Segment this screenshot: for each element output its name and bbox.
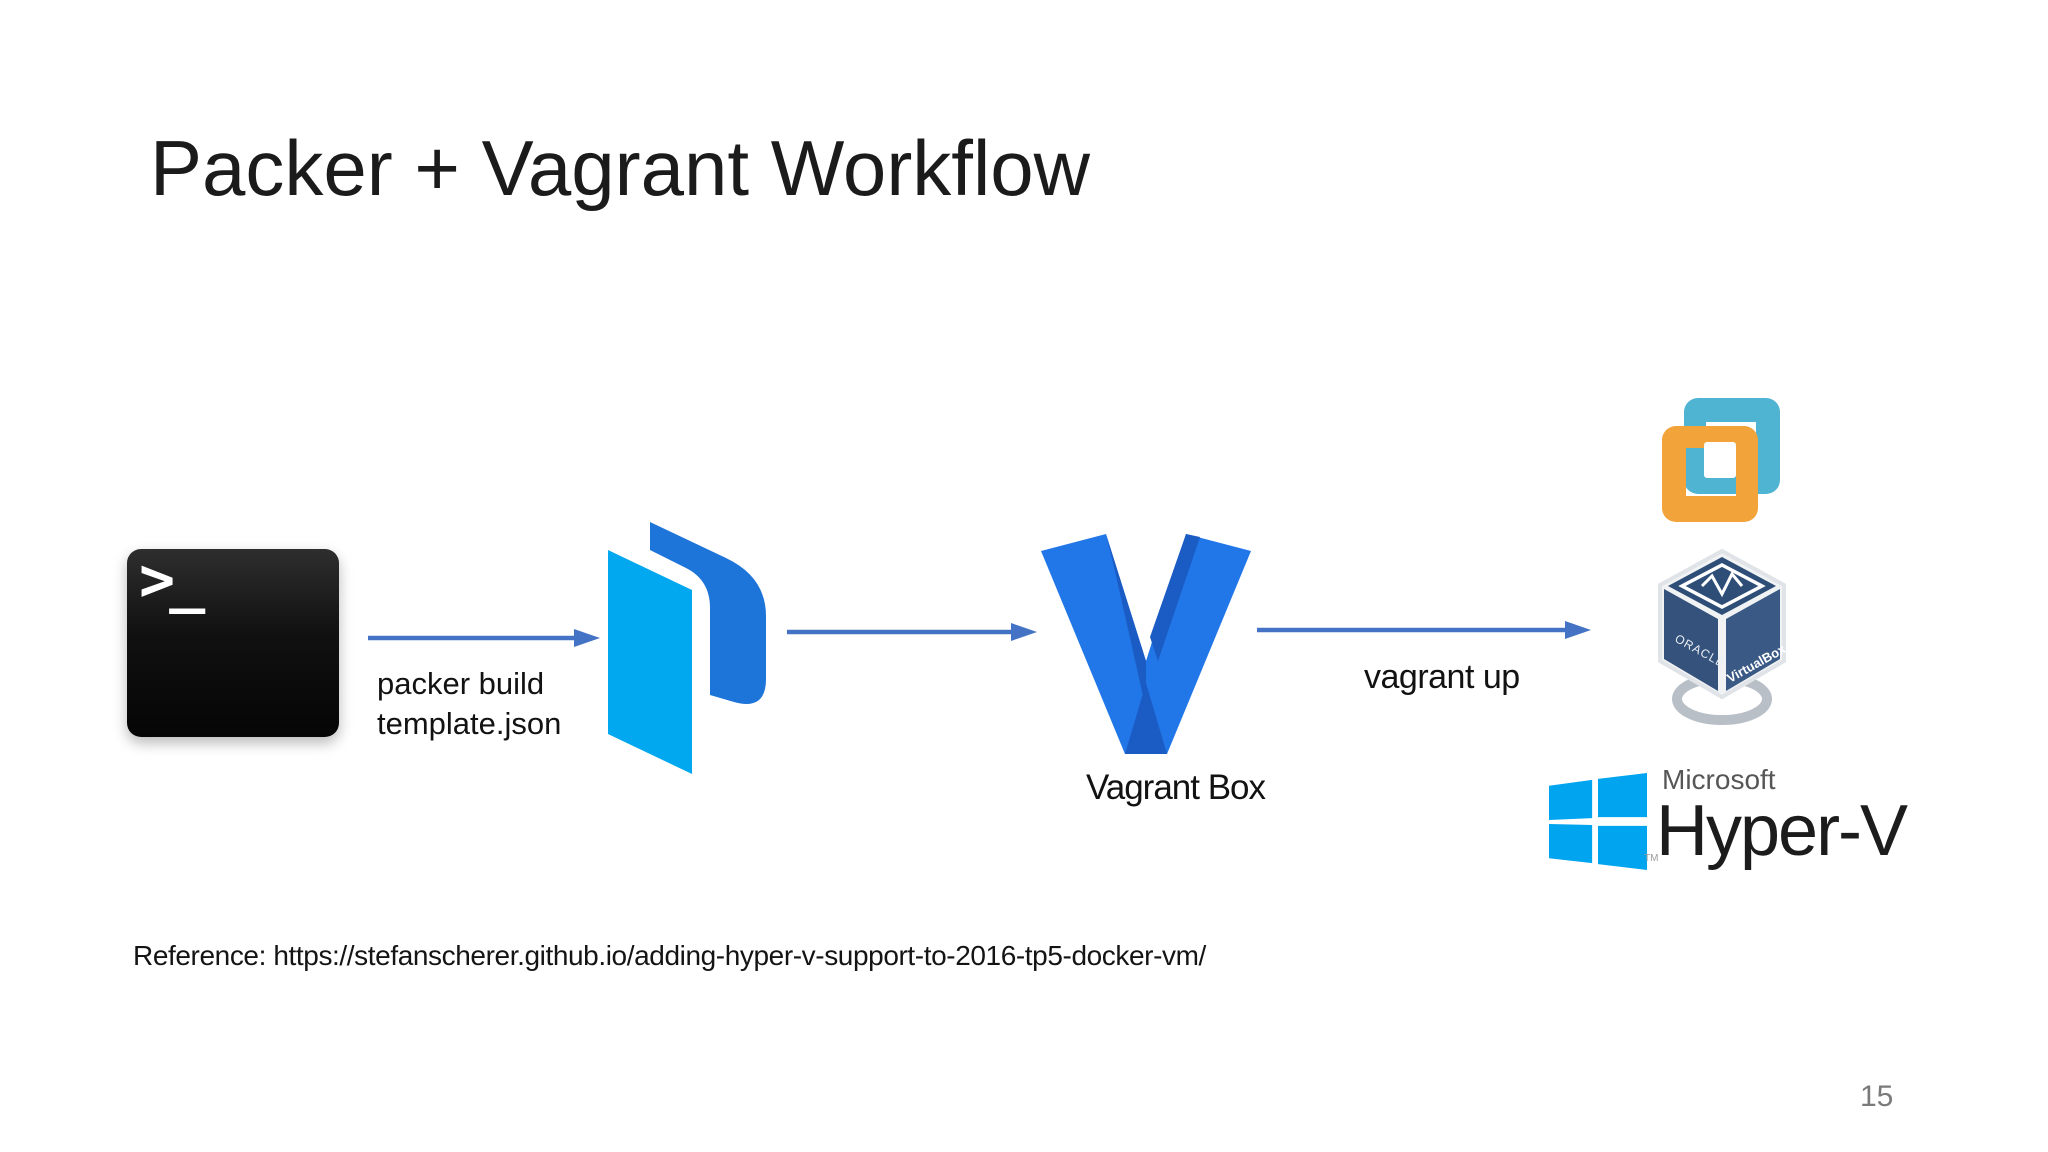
packer-build-line1: packer build — [377, 666, 545, 701]
virtualbox-top-face — [1668, 557, 1776, 615]
vagrant-logo — [1041, 534, 1251, 754]
terminal-prompt: >_ — [139, 545, 205, 615]
vagrant-up-label: vagrant up — [1364, 658, 1520, 696]
reference-text: Reference: https://stefanscherer.github.… — [133, 940, 1206, 971]
packer-dark-shape — [650, 522, 766, 704]
vagrant-right-shade — [1150, 534, 1200, 661]
packer-light-shape — [608, 550, 692, 774]
flag-pane-tr — [1598, 773, 1647, 818]
flag-pane-tl — [1549, 779, 1593, 821]
vagrant-tip-shade — [1125, 683, 1167, 754]
vagrant-v-shape — [1041, 534, 1251, 754]
packer-build-line2: template.json — [377, 706, 562, 741]
flag-pane-bl — [1549, 823, 1593, 864]
flow-arrow-2 — [787, 623, 1037, 641]
arrow-head-icon — [1565, 621, 1591, 639]
arrow-head-icon — [574, 629, 600, 647]
windows-flag-icon — [1549, 773, 1647, 871]
flow-arrow-3 — [1257, 621, 1591, 639]
hyperv-trademark: TM — [1644, 853, 1659, 864]
virtualbox-right-face — [1726, 589, 1780, 691]
vmware-workstation-logo — [1662, 398, 1780, 522]
page-title: Packer + Vagrant Workflow — [150, 124, 1090, 212]
virtualbox-vm-glyph — [1700, 571, 1744, 598]
virtualbox-left-face — [1664, 589, 1718, 691]
flow-arrow-1 — [368, 629, 600, 647]
vagrant-box-label: Vagrant Box — [1086, 768, 1266, 807]
packer-logo — [608, 522, 766, 774]
page-number: 15 — [1860, 1080, 1894, 1113]
packer-build-label: packer build template.json — [377, 664, 561, 744]
vmware-orange-frame — [1662, 426, 1758, 522]
hyperv-name-label: Hyper-V — [1656, 791, 1908, 871]
flag-pane-br — [1598, 825, 1647, 871]
vmware-center-square — [1704, 442, 1736, 478]
terminal-icon: >_ — [127, 545, 339, 737]
virtualbox-logo: ORACLE VirtualBox — [1658, 549, 1789, 725]
hyperv-brand-label: Microsoft — [1662, 764, 1776, 795]
arrow-head-icon — [1011, 623, 1037, 641]
virtualbox-vm-frame — [1678, 563, 1766, 609]
